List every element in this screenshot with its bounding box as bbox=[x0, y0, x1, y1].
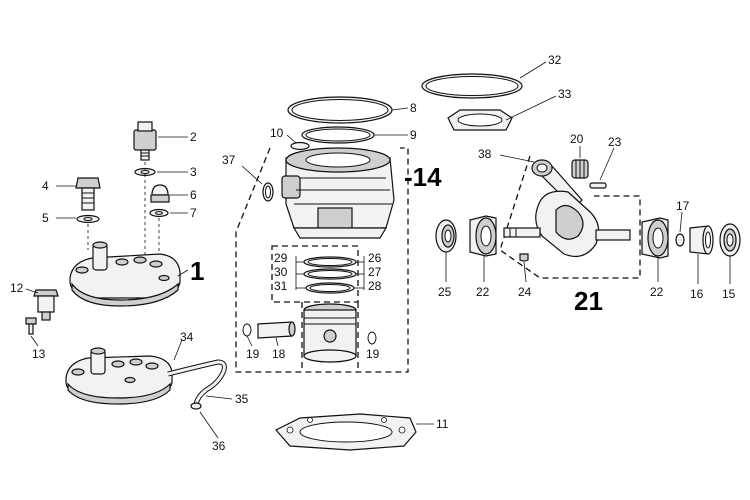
label-9: 9 bbox=[410, 128, 417, 142]
label-22-left: 22 bbox=[476, 285, 490, 299]
part-7-washer bbox=[149, 208, 169, 218]
label-19-left: 19 bbox=[246, 347, 260, 361]
part-34-cylinder-head-with-hose bbox=[65, 347, 227, 410]
part-9-ring bbox=[301, 126, 375, 144]
label-14: -14 bbox=[404, 162, 442, 192]
group-14-bracket bbox=[235, 147, 409, 373]
part-5-washer bbox=[76, 214, 100, 224]
part-1-cylinder-head bbox=[69, 241, 181, 307]
label-35: 35 bbox=[235, 392, 249, 406]
part-17-o-ring bbox=[675, 233, 685, 247]
part-piston bbox=[303, 303, 357, 363]
part-32-gasket-ring bbox=[421, 73, 523, 99]
label-16: 16 bbox=[690, 287, 704, 301]
label-19-right: 19 bbox=[366, 347, 380, 361]
label-2: 2 bbox=[190, 130, 197, 144]
part-23-pin bbox=[589, 182, 607, 189]
label-4: 4 bbox=[42, 179, 49, 193]
label-37: 37 bbox=[222, 153, 236, 167]
label-7: 7 bbox=[190, 206, 197, 220]
label-32: 32 bbox=[548, 53, 562, 67]
label-1: 1 bbox=[190, 256, 204, 286]
label-24: 24 bbox=[518, 285, 532, 299]
label-28: 28 bbox=[368, 279, 382, 293]
label-12: 12 bbox=[10, 281, 24, 295]
label-21: 21 bbox=[574, 286, 603, 316]
part-33-flange-gasket bbox=[447, 109, 513, 131]
label-38: 38 bbox=[478, 147, 492, 161]
label-6: 6 bbox=[190, 188, 197, 202]
part-24-woodruff-key bbox=[519, 253, 529, 262]
part-25-seal bbox=[435, 219, 457, 253]
label-23: 23 bbox=[608, 135, 622, 149]
part-2-temperature-sensor bbox=[133, 121, 157, 161]
part-16-spacer bbox=[689, 225, 714, 255]
part-18-piston-pin bbox=[257, 321, 296, 339]
part-19-circlip-left bbox=[242, 323, 252, 337]
label-36: 36 bbox=[212, 439, 226, 453]
label-26: 26 bbox=[368, 251, 382, 265]
label-11: 11 bbox=[436, 417, 449, 431]
label-18: 18 bbox=[272, 347, 286, 361]
label-17: 17 bbox=[676, 199, 690, 213]
label-20: 20 bbox=[570, 132, 584, 146]
label-33: 33 bbox=[558, 87, 572, 101]
part-cylinder bbox=[281, 147, 395, 239]
label-22-right: 22 bbox=[650, 285, 664, 299]
label-5: 5 bbox=[42, 211, 49, 225]
label-30: 30 bbox=[274, 265, 288, 279]
part-crankshaft bbox=[503, 190, 631, 257]
label-3: 3 bbox=[190, 165, 197, 179]
part-20-needle-bearing bbox=[571, 159, 589, 179]
part-22-bearing-right bbox=[641, 217, 669, 259]
part-4-bolt bbox=[75, 177, 101, 211]
label-25: 25 bbox=[438, 285, 452, 299]
part-piston-rings bbox=[303, 256, 357, 294]
part-15-seal bbox=[719, 223, 741, 257]
label-13: 13 bbox=[32, 347, 46, 361]
part-8-gasket-ring bbox=[287, 96, 393, 124]
group-piston-bracket bbox=[301, 302, 359, 372]
part-12-valve bbox=[33, 289, 59, 321]
part-19-circlip-right bbox=[367, 331, 377, 345]
part-37-seal bbox=[262, 182, 274, 202]
part-11-base-gasket bbox=[275, 413, 417, 451]
part-13-screw bbox=[25, 317, 37, 335]
part-10-o-ring bbox=[290, 141, 310, 151]
label-10: 10 bbox=[270, 126, 284, 140]
label-34: 34 bbox=[180, 330, 194, 344]
label-27: 27 bbox=[368, 265, 382, 279]
label-31: 31 bbox=[274, 279, 288, 293]
part-22-bearing-left bbox=[469, 215, 497, 257]
part-6-cap-nut bbox=[150, 184, 170, 203]
label-15: 15 bbox=[722, 287, 736, 301]
label-29: 29 bbox=[274, 251, 288, 265]
label-8: 8 bbox=[410, 101, 417, 115]
